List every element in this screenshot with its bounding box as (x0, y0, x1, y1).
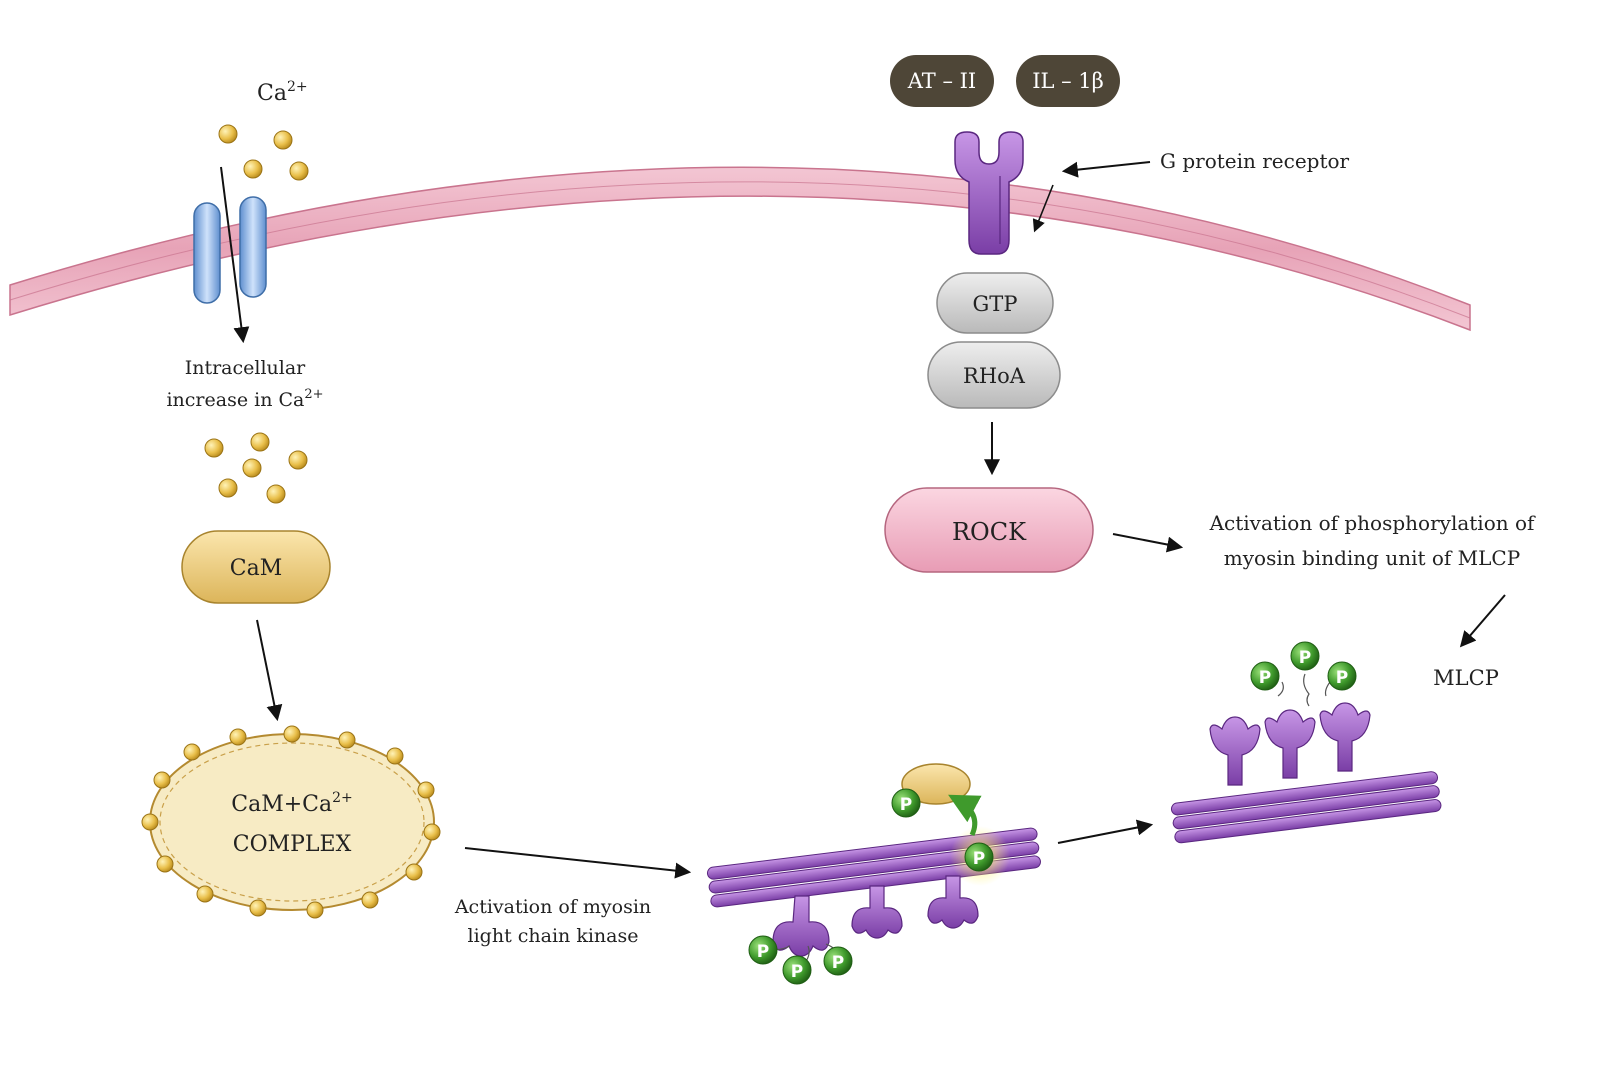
svg-text:P: P (832, 953, 844, 973)
complex-to-myosin-arrow (464, 847, 692, 879)
phosphate-transfer-arrow (948, 794, 982, 837)
calcium-ions-external (218, 124, 309, 181)
released-mlck-blob (901, 763, 971, 805)
phosphate-groups: P P P P P (748, 788, 994, 985)
svg-text:P: P (757, 942, 769, 962)
calcium-channel (193, 196, 267, 304)
svg-text:P: P (973, 849, 985, 869)
calcium-label: Ca2+ (257, 79, 308, 106)
intracellular-label-line2: increase in Ca2+ (166, 387, 323, 411)
phosphate-on-filament: P (964, 842, 994, 872)
complex-label-line2: COMPLEX (233, 832, 352, 857)
phosphate-upper-cluster: P P P (1250, 641, 1357, 707)
myosin-filament-center (706, 826, 1041, 957)
cam-node: CaM (181, 530, 331, 604)
at2-ligand: AT – II (890, 55, 994, 107)
g-protein-receptor (954, 131, 1024, 255)
cell-membrane (9, 166, 1471, 332)
svg-text:P: P (1299, 648, 1311, 668)
phosphate-blob-attached: P (891, 788, 921, 818)
cam-label: CaM (230, 556, 282, 581)
phos-label-line2: myosin binding unit of MLCP (1224, 546, 1520, 570)
rock-label: ROCK (952, 518, 1027, 546)
complex-calcium-beads (141, 725, 441, 919)
phos-to-mlcp-arrow (1459, 594, 1506, 648)
gpr-inner-arrow (1032, 184, 1054, 233)
myosin-heads-lower (772, 875, 979, 957)
mlcp-heads (1209, 702, 1371, 786)
at2-label: AT – II (907, 69, 976, 93)
rock-to-mlcp-arrow (1112, 533, 1184, 553)
rock-node: ROCK (884, 487, 1094, 573)
intracellular-label-line1: Intracellular (185, 357, 306, 379)
gpr-arrow (1061, 161, 1151, 178)
myosin-filament-right: P P P (1170, 641, 1442, 844)
cam-ca-complex: CaM+Ca2+ COMPLEX (141, 725, 441, 919)
gtp-node: GTP (936, 272, 1054, 334)
myosin-to-mlcp-arrow (1057, 819, 1154, 844)
mlck-label-line2: light chain kinase (468, 925, 639, 947)
mlck-label-line1: Activation of myosin (454, 896, 651, 918)
phos-label-line1: Activation of phosphorylation of (1209, 511, 1536, 535)
cam-to-complex-arrow (256, 619, 283, 722)
il1b-ligand: IL – 1β (1016, 55, 1120, 107)
phosphate-lower-cluster: P P P (748, 935, 853, 985)
svg-text:P: P (1336, 668, 1348, 688)
calcium-ions-internal (204, 432, 308, 504)
svg-text:P: P (900, 795, 912, 815)
rhoa-label: RHoA (963, 364, 1026, 388)
gtp-label: GTP (973, 292, 1018, 316)
svg-text:P: P (791, 962, 803, 982)
mlcp-label: MLCP (1433, 666, 1499, 690)
rhoa-node: RHoA (927, 341, 1061, 409)
complex-label-line1: CaM+Ca2+ (231, 790, 353, 817)
gpr-label: G protein receptor (1160, 149, 1350, 173)
svg-text:P: P (1259, 668, 1271, 688)
channel-influx-arrow (220, 166, 250, 344)
il1b-label: IL – 1β (1032, 69, 1104, 93)
